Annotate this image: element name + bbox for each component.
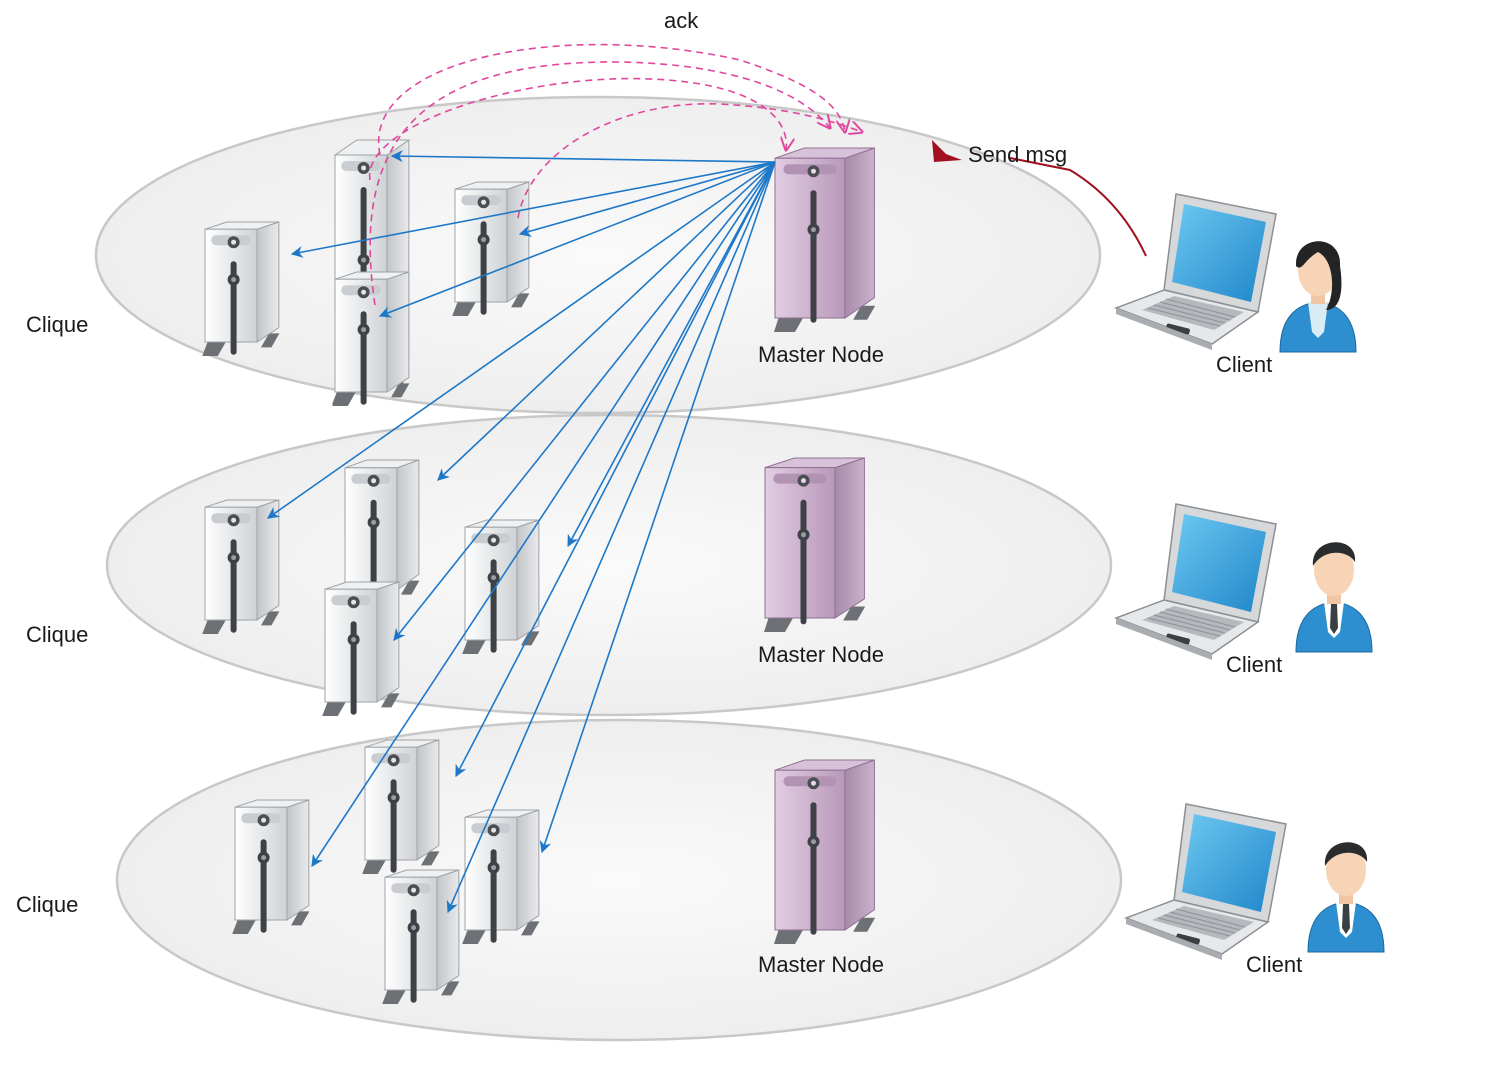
message-arrow-7: [567, 161, 776, 548]
master-node-label-2: Master Node: [758, 642, 884, 667]
master-node-label-1: Master Node: [758, 342, 884, 367]
worker-server-1b: [202, 221, 280, 356]
client-avatar-1: [1279, 241, 1357, 353]
worker-server-1d: [332, 271, 410, 406]
worker-server-3c: [462, 809, 540, 944]
master-server-3: [774, 759, 876, 944]
message-arrow-3: [518, 161, 776, 237]
message-arrow-2: [290, 161, 776, 258]
ack-label: ack: [664, 8, 699, 33]
client-label-2: Client: [1226, 652, 1282, 677]
worker-server-2a: [342, 459, 420, 604]
master-server-1: [774, 147, 876, 332]
message-arrow-9: [311, 161, 776, 868]
clique-label-1: Clique: [26, 312, 88, 337]
send-msg-arrowhead: [932, 140, 962, 162]
master-node-label-3: Master Node: [758, 952, 884, 977]
clique-label-3: Clique: [16, 892, 78, 917]
worker-server-3d: [382, 869, 460, 1004]
client-label-3: Client: [1246, 952, 1302, 977]
worker-server-3b: [232, 799, 310, 934]
worker-server-2b: [202, 499, 280, 634]
client-laptop-3: [1123, 803, 1287, 960]
master-server-2: [764, 457, 866, 632]
send-msg-arrow: [1009, 157, 1147, 257]
send-msg-label: Send msg: [968, 142, 1067, 167]
message-arrow-4: [378, 161, 776, 318]
message-arrow-6: [437, 161, 776, 481]
client-label-1: Client: [1216, 352, 1272, 377]
client-avatar-2: [1295, 542, 1373, 653]
worker-server-2d: [322, 581, 400, 716]
ack-arrow-4: [369, 77, 787, 181]
client-avatar-3: [1307, 842, 1385, 953]
message-arrow-11: [539, 161, 776, 854]
client-laptop-1: [1113, 193, 1277, 350]
message-arrow-12: [446, 161, 776, 914]
clients-layer: [1113, 193, 1385, 960]
message-arrow-8: [393, 161, 776, 641]
message-arrow-10: [455, 161, 776, 778]
worker-server-1c: [452, 181, 530, 316]
clique-label-2: Clique: [26, 622, 88, 647]
message-arrow-5: [267, 161, 776, 519]
ack-arrows: [369, 43, 862, 306]
ack-arrow-2: [369, 61, 830, 306]
worker-server-3a: [362, 739, 440, 874]
servers-layer: [202, 139, 876, 1004]
message-arrow-1: [390, 150, 776, 163]
ack-arrow-1: [377, 43, 845, 156]
worker-server-2c: [462, 519, 540, 654]
ack-arrow-3: [517, 103, 862, 219]
message-arrows: [267, 150, 776, 914]
client-laptop-2: [1113, 503, 1277, 660]
